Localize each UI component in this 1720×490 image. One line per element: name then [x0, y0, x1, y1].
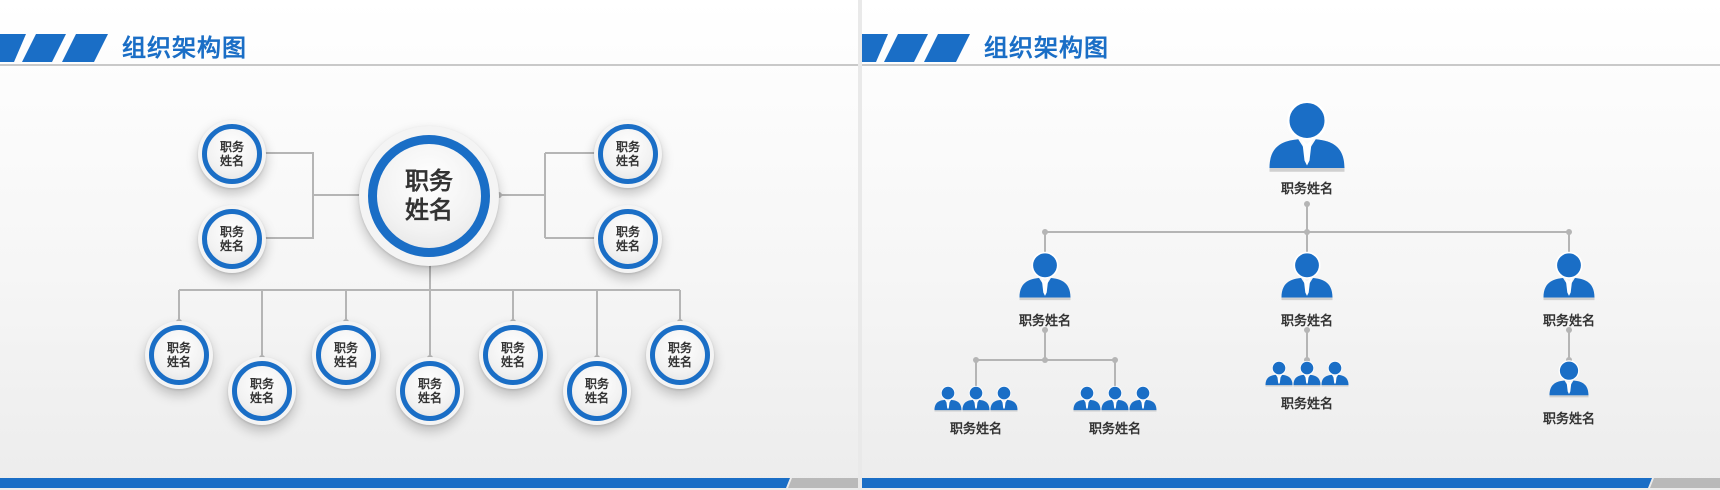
person-icon [934, 385, 962, 412]
node-title: 职务 [219, 224, 244, 239]
person-icon [1293, 360, 1321, 387]
node-title: 职务 [333, 340, 358, 355]
slide-title: 组织架构图 [122, 34, 247, 62]
level3-label: 职务姓名 [1280, 397, 1333, 412]
node-title: 职务 [615, 139, 640, 154]
node-name: 姓名 [166, 355, 191, 369]
node-title: 职务 [417, 376, 442, 391]
center-node[interactable]: 职务 姓名 [359, 126, 499, 266]
node-name: 姓名 [417, 391, 442, 405]
person-icon [1542, 251, 1596, 301]
person-icon [1321, 360, 1349, 387]
bottom-node[interactable]: 职务 姓名 [228, 357, 296, 425]
level2-label: 职务姓名 [1280, 314, 1333, 329]
person-icon [1101, 385, 1129, 412]
person-icon [1073, 385, 1101, 412]
footer-bar [0, 478, 858, 488]
person-icon [1018, 251, 1072, 301]
level3-label: 职务姓名 [1542, 412, 1595, 427]
bottom-node[interactable]: 职务 姓名 [563, 357, 631, 425]
left-node[interactable]: 职务 姓名 [198, 120, 266, 188]
node-title: 职务 [615, 224, 640, 239]
right-node[interactable]: 职务 姓名 [594, 205, 662, 273]
bottom-node[interactable]: 职务 姓名 [479, 321, 547, 389]
node-name: 姓名 [219, 154, 244, 168]
slide-title: 组织架构图 [984, 34, 1109, 62]
slide-left: 组织架构图 职务 姓名 [0, 0, 858, 490]
top-person-label: 职务姓名 [1280, 182, 1333, 197]
person-icon [962, 385, 990, 412]
bottom-node[interactable]: 职务 姓名 [312, 321, 380, 389]
level2-label: 职务姓名 [1018, 314, 1071, 329]
node-name: 姓名 [615, 239, 640, 253]
header-divider [862, 64, 1720, 66]
person-icon [1265, 360, 1293, 387]
node-name: 姓名 [333, 355, 358, 369]
person-icon [990, 385, 1018, 412]
node-title: 职务 [500, 340, 525, 355]
header-divider [0, 64, 858, 66]
node-title: 职务 [584, 376, 609, 391]
node-name: 姓名 [584, 391, 609, 405]
center-node-title: 职务 [405, 167, 453, 196]
left-node[interactable]: 职务 姓名 [198, 205, 266, 273]
person-icon [1268, 100, 1346, 173]
node-name: 姓名 [219, 239, 244, 253]
bottom-node[interactable]: 职务 姓名 [145, 321, 213, 389]
level2-label: 职务姓名 [1542, 314, 1595, 329]
person-icon [1280, 251, 1334, 301]
node-title: 职务 [249, 376, 274, 391]
person-icon [1548, 360, 1590, 399]
node-name: 姓名 [667, 355, 692, 369]
slide-right: 组织架构图 [862, 0, 1720, 490]
header-stripes [0, 34, 108, 62]
node-title: 职务 [166, 340, 191, 355]
level3-label: 职务姓名 [1088, 422, 1141, 437]
node-title: 职务 [219, 139, 244, 154]
org-tree [934, 100, 1596, 412]
header-stripes [862, 34, 970, 62]
node-name: 姓名 [615, 154, 640, 168]
center-node-name: 姓名 [405, 196, 453, 224]
node-title: 职务 [667, 340, 692, 355]
bottom-node[interactable]: 职务 姓名 [396, 357, 464, 425]
node-name: 姓名 [249, 391, 274, 405]
level3-label: 职务姓名 [949, 422, 1002, 437]
bottom-node[interactable]: 职务 姓名 [646, 321, 714, 389]
person-icon [1129, 385, 1157, 412]
right-node[interactable]: 职务 姓名 [594, 120, 662, 188]
footer-bar [862, 478, 1720, 488]
node-name: 姓名 [500, 355, 525, 369]
